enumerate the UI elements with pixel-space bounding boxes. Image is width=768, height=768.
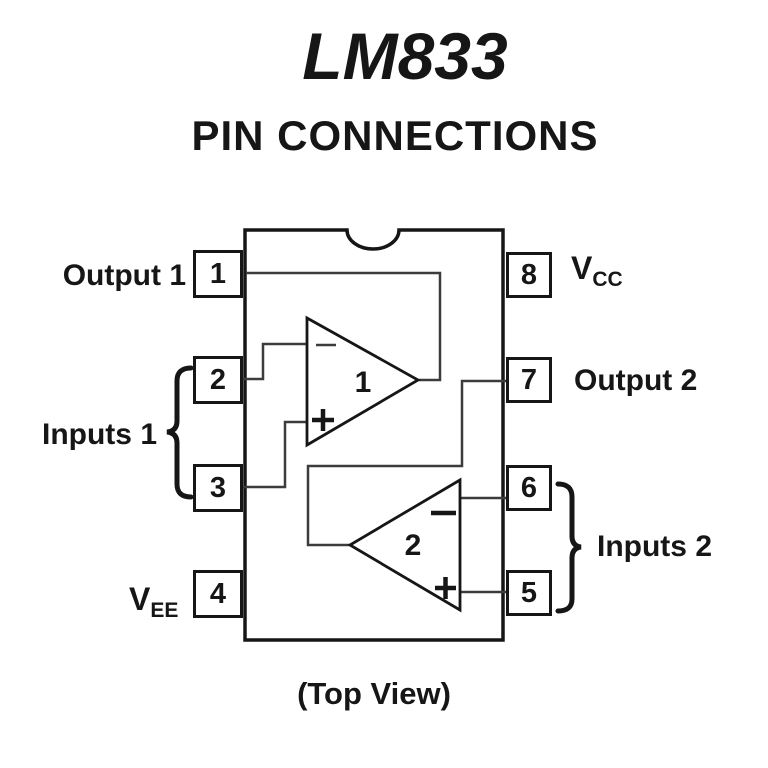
pin-3-box: 3 [193, 464, 243, 512]
pin-1-box: 1 [193, 250, 243, 298]
pin-8-label: VCC [571, 250, 623, 292]
output2-wire [306, 379, 506, 547]
pin-7-label: Output 2 [574, 364, 698, 397]
inverting-input1-wire [242, 342, 306, 381]
pin-4-label: VEE [129, 581, 178, 623]
pin-4-number: 4 [209, 577, 227, 610]
opamp-2-number: 2 [404, 529, 422, 562]
opamp2-plus-icon [435, 577, 456, 599]
inputs1-brace [166, 365, 194, 500]
pin-2-box: 2 [193, 356, 243, 404]
vee-base: V [129, 581, 151, 617]
vee-subscript: EE [150, 599, 179, 622]
pin-2-number: 2 [209, 363, 227, 396]
opamp-1-number: 1 [354, 366, 372, 399]
pin-1-number: 1 [209, 257, 227, 290]
inputs-1-group-label: Inputs 1 [42, 418, 158, 451]
page-title: LM833 [302, 19, 508, 93]
vcc-base: V [571, 250, 593, 286]
view-caption: (Top View) [297, 676, 451, 711]
inputs2-brace [555, 481, 582, 614]
pin-7-box: 7 [506, 357, 552, 403]
pin-8-number: 8 [520, 258, 538, 291]
pin-3-number: 3 [209, 471, 227, 504]
page-subtitle: PIN CONNECTIONS [191, 112, 599, 159]
noninverting-input1-wire [242, 420, 306, 489]
opamp1-plus-icon [312, 409, 334, 431]
vcc-subscript: CC [592, 268, 623, 291]
pin-5-box: 5 [506, 570, 552, 616]
pin-4-box: 4 [193, 570, 243, 618]
pin-1-label: Output 1 [62, 259, 186, 292]
pin-5-number: 5 [520, 576, 538, 609]
opamp-2-triangle [347, 477, 462, 613]
pin-6-box: 6 [506, 465, 552, 511]
pin-7-number: 7 [520, 363, 538, 396]
inputs-2-group-label: Inputs 2 [597, 530, 713, 563]
chip-body-outline [243, 228, 505, 642]
pin-8-box: 8 [506, 252, 552, 298]
pin-6-number: 6 [520, 471, 538, 504]
output1-wire [246, 271, 442, 382]
opamp-1-triangle [305, 315, 421, 448]
